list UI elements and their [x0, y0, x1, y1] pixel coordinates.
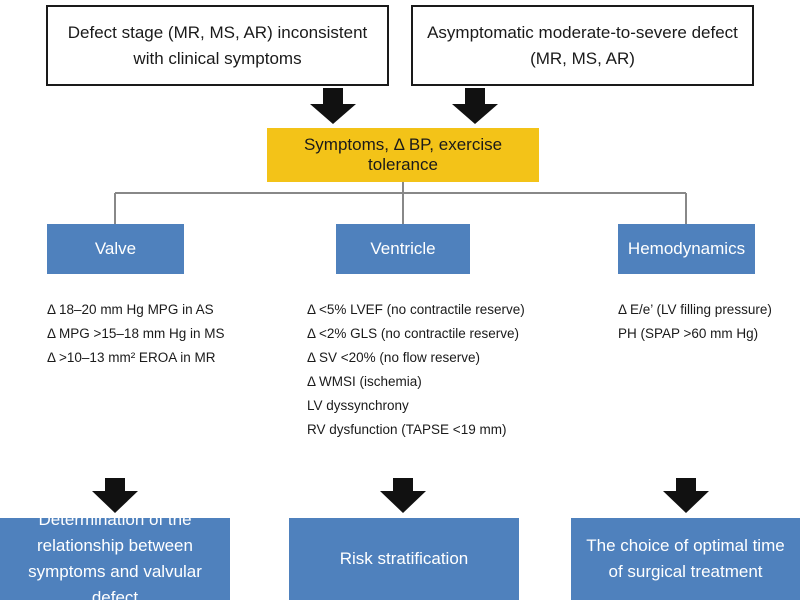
down-arrow-icon — [310, 88, 356, 124]
down-arrow-icon — [663, 478, 709, 513]
top-box-inconsistent-stage: Defect stage (MR, MS, AR) inconsistent w… — [46, 5, 389, 86]
list-item: LV dyssynchrony — [307, 398, 409, 413]
outcome-surgical-timing: The choice of optimal time of surgical t… — [571, 518, 800, 600]
down-arrow-icon — [92, 478, 138, 513]
hemodynamics-criteria-list: Δ E/e’ (LV filling pressure) PH (SPAP >6… — [618, 298, 772, 346]
top-box-asymptomatic-defect: Asymptomatic moderate-to-severe defect (… — [411, 5, 754, 86]
center-box-symptoms: Symptoms, Δ BP, exercise tolerance — [267, 128, 539, 182]
list-item: Δ WMSI (ischemia) — [307, 374, 422, 389]
down-arrow-icon — [380, 478, 426, 513]
list-item: Δ SV <20% (no flow reserve) — [307, 350, 480, 365]
category-ventricle: Ventricle — [336, 224, 470, 274]
outcome-relationship-determination: Determination of the relationship betwee… — [0, 510, 230, 607]
list-item: Δ <5% LVEF (no contractile reserve) — [307, 302, 525, 317]
list-item: PH (SPAP >60 mm Hg) — [618, 326, 759, 341]
list-item: Δ MPG >15–18 mm Hg in MS — [47, 326, 225, 341]
list-item: Δ E/e’ (LV filling pressure) — [618, 302, 772, 317]
category-valve: Valve — [47, 224, 184, 274]
list-item: RV dysfunction (TAPSE <19 mm) — [307, 422, 507, 437]
valve-criteria-list: Δ 18–20 mm Hg MPG in AS Δ MPG >15–18 mm … — [47, 298, 224, 370]
list-item: Δ <2% GLS (no contractile reserve) — [307, 326, 519, 341]
ventricle-criteria-list: Δ <5% LVEF (no contractile reserve) Δ <2… — [307, 298, 525, 442]
list-item: Δ >10–13 mm² EROA in MR — [47, 350, 216, 365]
outcome-risk-stratification: Risk stratification — [289, 518, 519, 600]
category-hemodynamics: Hemodynamics — [618, 224, 755, 274]
list-item: Δ 18–20 mm Hg MPG in AS — [47, 302, 214, 317]
down-arrow-icon — [452, 88, 498, 124]
